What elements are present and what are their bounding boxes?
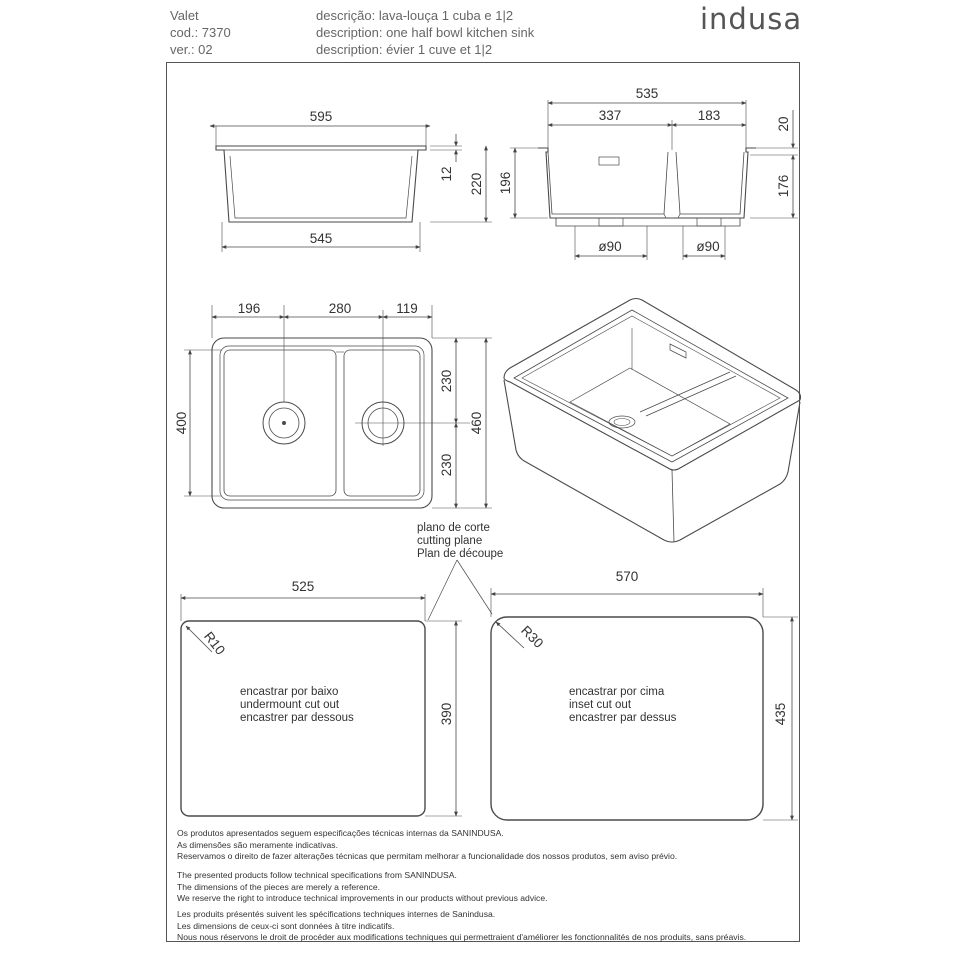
side-bottom-width-label: 545: [310, 231, 333, 246]
side-view: [209, 124, 492, 252]
undermount-text-pt: encastrar por baixo: [240, 686, 338, 698]
description-pt: descrição: lava-louça 1 cuba e 1|2: [316, 8, 514, 23]
brand-logo: indusa: [700, 2, 803, 36]
product-code: cod.: 7370: [170, 25, 231, 40]
plan-depth-label: 400: [174, 412, 189, 435]
cutting-plane-leader: [427, 559, 493, 621]
footer-en-line: The dimensions of the pieces are merely …: [177, 881, 381, 892]
undermount-width-label: 525: [292, 579, 315, 594]
cutting-plane-en: cutting plane: [417, 535, 482, 547]
front-section-view: [510, 100, 798, 260]
side-height-label: 220: [469, 173, 484, 196]
footer-notes-en: The presented products follow technical …: [177, 870, 548, 905]
undermount-text-en: undermount cut out: [240, 699, 340, 711]
drain-left-label: ø90: [598, 239, 621, 254]
plan-upper-half-label: 230: [439, 370, 454, 393]
inset-text-pt: encastrar por cima: [569, 686, 665, 698]
footer-notes-fr: Les produits présentés suivent les spéci…: [177, 909, 746, 944]
front-rim-label: 20: [776, 116, 791, 131]
footer-en-line: The presented products follow technical …: [177, 870, 457, 880]
plan-lower-half-label: 230: [439, 454, 454, 477]
cutting-plane-fr: Plan de découpe: [417, 548, 503, 560]
footer-notes-pt: Os produtos apresentados seguem especifi…: [177, 828, 677, 863]
footer-pt-line: Reservamos o direito de fazer alterações…: [177, 851, 678, 862]
cutting-plane-pt: plano de corte: [417, 522, 490, 534]
front-depth-label: 196: [498, 172, 513, 195]
footer-pt-line: As dimensões são meramente indicativas.: [177, 839, 338, 850]
footer-fr-line: Nous nous réservons le droit de procéder…: [177, 932, 747, 943]
undermount-radius-label: R10: [201, 629, 228, 658]
front-total-width-label: 535: [636, 86, 659, 101]
description-fr: description: évier 1 cuve et 1|2: [316, 42, 493, 57]
plan-view: [184, 305, 492, 509]
front-small-bowl-label: 183: [698, 108, 721, 123]
plan-small-bowl-label: 119: [396, 301, 418, 316]
inset-width-label: 570: [616, 569, 639, 584]
side-rim-label: 12: [439, 166, 454, 181]
inset-cutout: [490, 588, 798, 821]
footer-en-line: We reserve the right to introduce techni…: [177, 893, 548, 904]
front-large-bowl-label: 337: [599, 108, 622, 123]
product-version: ver.: 02: [170, 42, 213, 57]
description-en: description: one half bowl kitchen sink: [316, 25, 535, 40]
side-top-width-label: 595: [310, 109, 333, 124]
footer-fr-line: Les dimensions de ceux-ci sont données à…: [177, 920, 395, 931]
product-name: Valet: [170, 8, 199, 23]
undermount-cutout: [180, 594, 462, 817]
inset-height-label: 435: [773, 703, 788, 726]
plan-center-label: 280: [329, 301, 352, 316]
drain-right-label: ø90: [696, 239, 719, 254]
undermount-text-fr: encastrer par dessous: [240, 712, 354, 724]
isometric-view: [503, 297, 802, 543]
footer-pt-line: Os produtos apresentados seguem especifi…: [177, 828, 504, 838]
drawing-frame: [166, 62, 800, 942]
front-inner-depth-label: 176: [776, 175, 791, 198]
undermount-height-label: 390: [439, 703, 454, 726]
inset-text-fr: encastrer par dessus: [569, 712, 677, 724]
inset-text-en: inset cut out: [569, 699, 632, 711]
footer-fr-line: Les produits présentés suivent les spéci…: [177, 909, 496, 919]
plan-total-depth-label: 460: [469, 412, 484, 435]
plan-large-bowl-label: 196: [238, 301, 261, 316]
